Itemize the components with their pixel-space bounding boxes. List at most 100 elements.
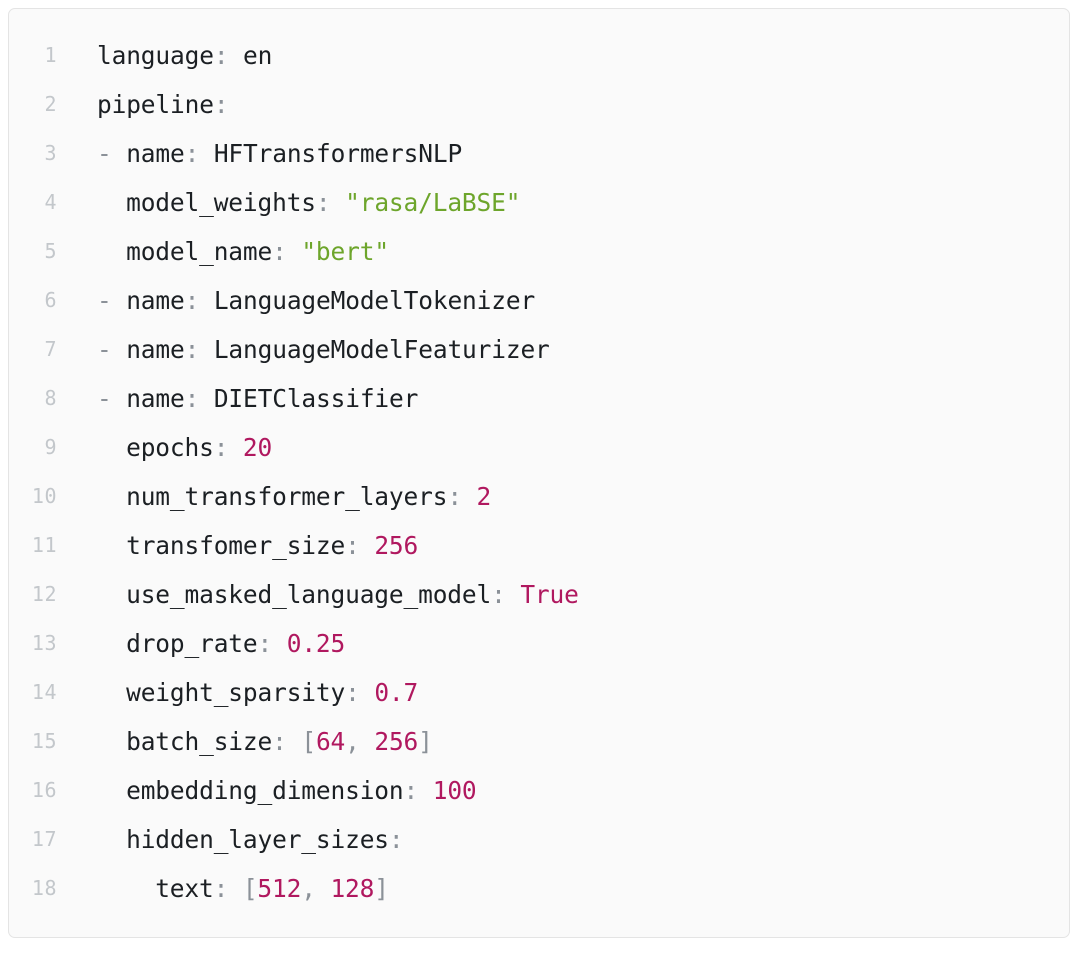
code-line[interactable]: 18 text: [512, 128] — [9, 864, 1069, 913]
code-lines-container[interactable]: 1 language: en 2 pipeline: 3 - name: HFTransf… — [9, 31, 1069, 913]
code-line[interactable]: 9 epochs: 20 — [9, 423, 1069, 472]
token-key: epochs — [126, 433, 214, 462]
token-punct: : — [491, 580, 506, 609]
token-plain — [272, 629, 287, 658]
token-punct: : — [403, 776, 419, 805]
code-line[interactable]: 17 hidden_layer_sizes: — [9, 815, 1069, 864]
line-content[interactable]: - name: DIETClassifier — [97, 374, 418, 423]
token-bool: True — [520, 580, 579, 609]
code-line[interactable]: 7 - name: LanguageModelFeaturizer — [9, 325, 1069, 374]
token-bracket: [ — [301, 727, 316, 756]
line-content[interactable]: epochs: 20 — [126, 423, 272, 472]
token-key: batch_size — [126, 727, 273, 756]
token-plain: LanguageModelFeaturizer — [199, 335, 550, 364]
token-punct: : — [184, 335, 200, 364]
code-line[interactable]: 15 batch_size: [64, 256] — [9, 717, 1069, 766]
token-number: 100 — [432, 776, 477, 805]
code-line[interactable]: 6- name: LanguageModelTokenizer — [9, 276, 1069, 325]
token-string: "bert" — [301, 237, 389, 266]
line-number: 11 — [31, 533, 57, 557]
line-content[interactable]: num_transformer_layers: 2 — [126, 472, 491, 521]
token-number: 512 — [257, 874, 302, 903]
code-line[interactable]: 16 embedding_dimension: 100 — [9, 766, 1069, 815]
token-dash: - — [97, 384, 112, 413]
token-plain — [506, 580, 521, 609]
token-number: 256 — [374, 727, 419, 756]
line-number: 14 — [31, 680, 57, 704]
token-key: embedding_dimension — [126, 776, 404, 805]
line-number: 10 — [31, 484, 57, 508]
token-punct: : — [388, 825, 404, 854]
line-content[interactable]: language: en — [97, 31, 272, 80]
token-punct: : — [213, 433, 229, 462]
line-number: 15 — [31, 729, 57, 753]
token-number: 64 — [315, 727, 346, 756]
code-line[interactable]: 8- name: DIETClassifier — [9, 374, 1069, 423]
token-key: drop_rate — [126, 629, 258, 658]
token-plain: LanguageModelTokenizer — [199, 286, 536, 315]
line-content[interactable]: - name: LanguageModelTokenizer — [97, 276, 535, 325]
line-number: 3 — [44, 141, 57, 165]
line-content[interactable]: weight_sparsity: 0.7 — [126, 668, 418, 717]
token-key: weight_sparsity — [126, 678, 346, 707]
line-number: 18 — [31, 876, 57, 900]
token-punct: : — [345, 531, 360, 560]
token-key: name — [111, 286, 185, 315]
token-plain — [287, 727, 302, 756]
line-number: 16 — [31, 778, 57, 802]
line-content[interactable]: drop_rate: 0.25 — [126, 619, 345, 668]
token-punct: : — [213, 874, 229, 903]
token-key: transfomer_size — [126, 531, 346, 560]
token-punct: : — [257, 629, 273, 658]
line-number: 1 — [44, 43, 57, 67]
line-content[interactable]: hidden_layer_sizes: — [126, 815, 404, 864]
code-block-card: 1 language: en 2 pipeline: 3 - name: HFTransf… — [8, 8, 1070, 938]
line-content[interactable]: use_masked_language_model: True — [126, 570, 579, 619]
line-number: 12 — [31, 582, 57, 606]
line-content[interactable]: embedding_dimension: 100 — [126, 766, 477, 815]
line-content[interactable]: model_weights: "rasa/LaBSE" — [126, 178, 520, 227]
token-punct: : — [213, 41, 229, 70]
line-content[interactable]: pipeline: — [97, 80, 229, 129]
code-line[interactable]: 1 language: en — [9, 31, 1069, 80]
line-number: 17 — [31, 827, 57, 851]
code-line[interactable]: 10 num_transformer_layers: 2 — [9, 472, 1069, 521]
token-bracket: [ — [242, 874, 258, 903]
token-key: num_transformer_layers — [126, 482, 448, 511]
token-plain: DIETClassifier — [199, 384, 419, 413]
token-key: name — [111, 139, 185, 168]
token-key: language — [97, 41, 214, 70]
line-number: 2 — [44, 92, 57, 116]
token-dash: - — [97, 139, 112, 168]
line-number: 9 — [44, 435, 57, 459]
line-number: 7 — [44, 337, 57, 361]
token-plain — [418, 776, 433, 805]
code-line[interactable]: 11 transfomer_size: 256 — [9, 521, 1069, 570]
line-content[interactable]: - name: HFTransformersNLP — [97, 129, 462, 178]
line-content[interactable]: text: [512, 128] — [155, 864, 389, 913]
token-plain — [228, 433, 243, 462]
token-punct: : — [184, 139, 200, 168]
line-content[interactable]: - name: LanguageModelFeaturizer — [97, 325, 550, 374]
token-punct: : — [315, 188, 331, 217]
token-plain — [287, 237, 302, 266]
line-content[interactable]: model_name: "bert" — [126, 227, 389, 276]
token-bracket: , — [301, 874, 331, 903]
line-content[interactable]: transfomer_size: 256 — [126, 521, 418, 570]
token-key: text — [155, 874, 214, 903]
token-plain — [360, 531, 375, 560]
line-content[interactable]: batch_size: [64, 256] — [126, 717, 433, 766]
token-string: "rasa/LaBSE" — [345, 188, 521, 217]
token-dash: - — [97, 286, 112, 315]
token-plain: HFTransformersNLP — [199, 139, 463, 168]
token-key: name — [111, 335, 185, 364]
code-line[interactable]: 3 - name: HFTransformersNLP — [9, 129, 1069, 178]
code-line[interactable]: 13 drop_rate: 0.25 — [9, 619, 1069, 668]
line-number: 13 — [31, 631, 57, 655]
token-plain — [228, 874, 243, 903]
code-line[interactable]: 2 pipeline: — [9, 80, 1069, 129]
code-line[interactable]: 14 weight_sparsity: 0.7 — [9, 668, 1069, 717]
code-line[interactable]: 12 use_masked_language_model: True — [9, 570, 1069, 619]
